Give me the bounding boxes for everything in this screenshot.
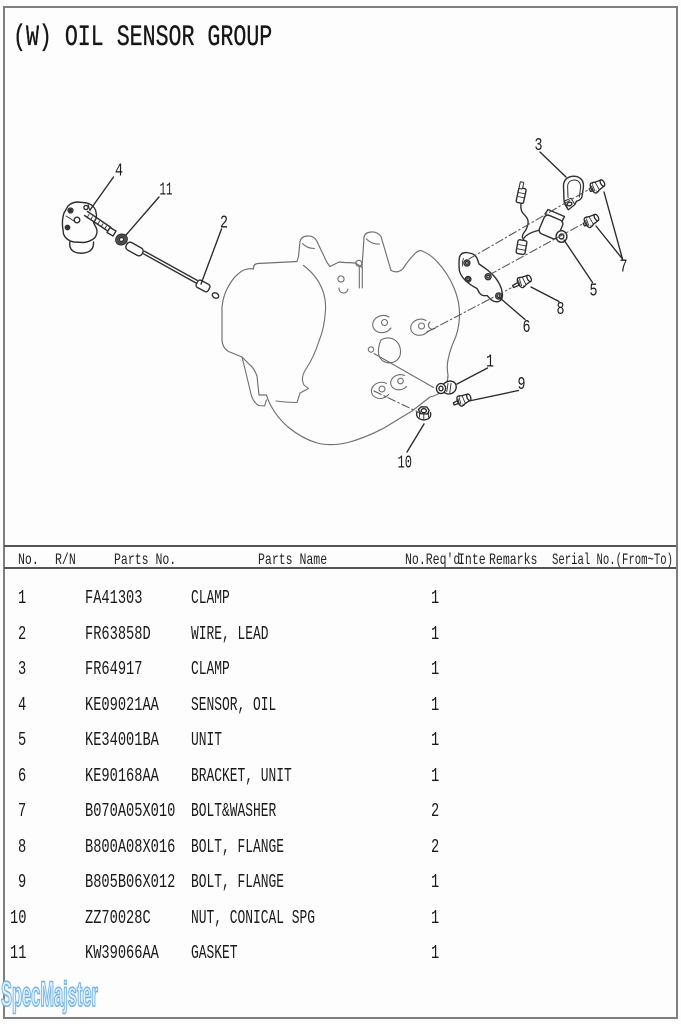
svg-text:3: 3 (535, 136, 543, 156)
svg-text:4: 4 (115, 162, 123, 182)
svg-text:7: 7 (620, 258, 628, 278)
svg-text:6: 6 (523, 318, 531, 338)
svg-text:1: 1 (486, 353, 494, 373)
svg-text:8: 8 (557, 300, 565, 320)
svg-text:9: 9 (518, 375, 526, 395)
svg-text:5: 5 (590, 282, 598, 302)
svg-text:2: 2 (220, 214, 228, 234)
svg-text:10: 10 (398, 454, 413, 474)
svg-text:11: 11 (160, 181, 173, 201)
